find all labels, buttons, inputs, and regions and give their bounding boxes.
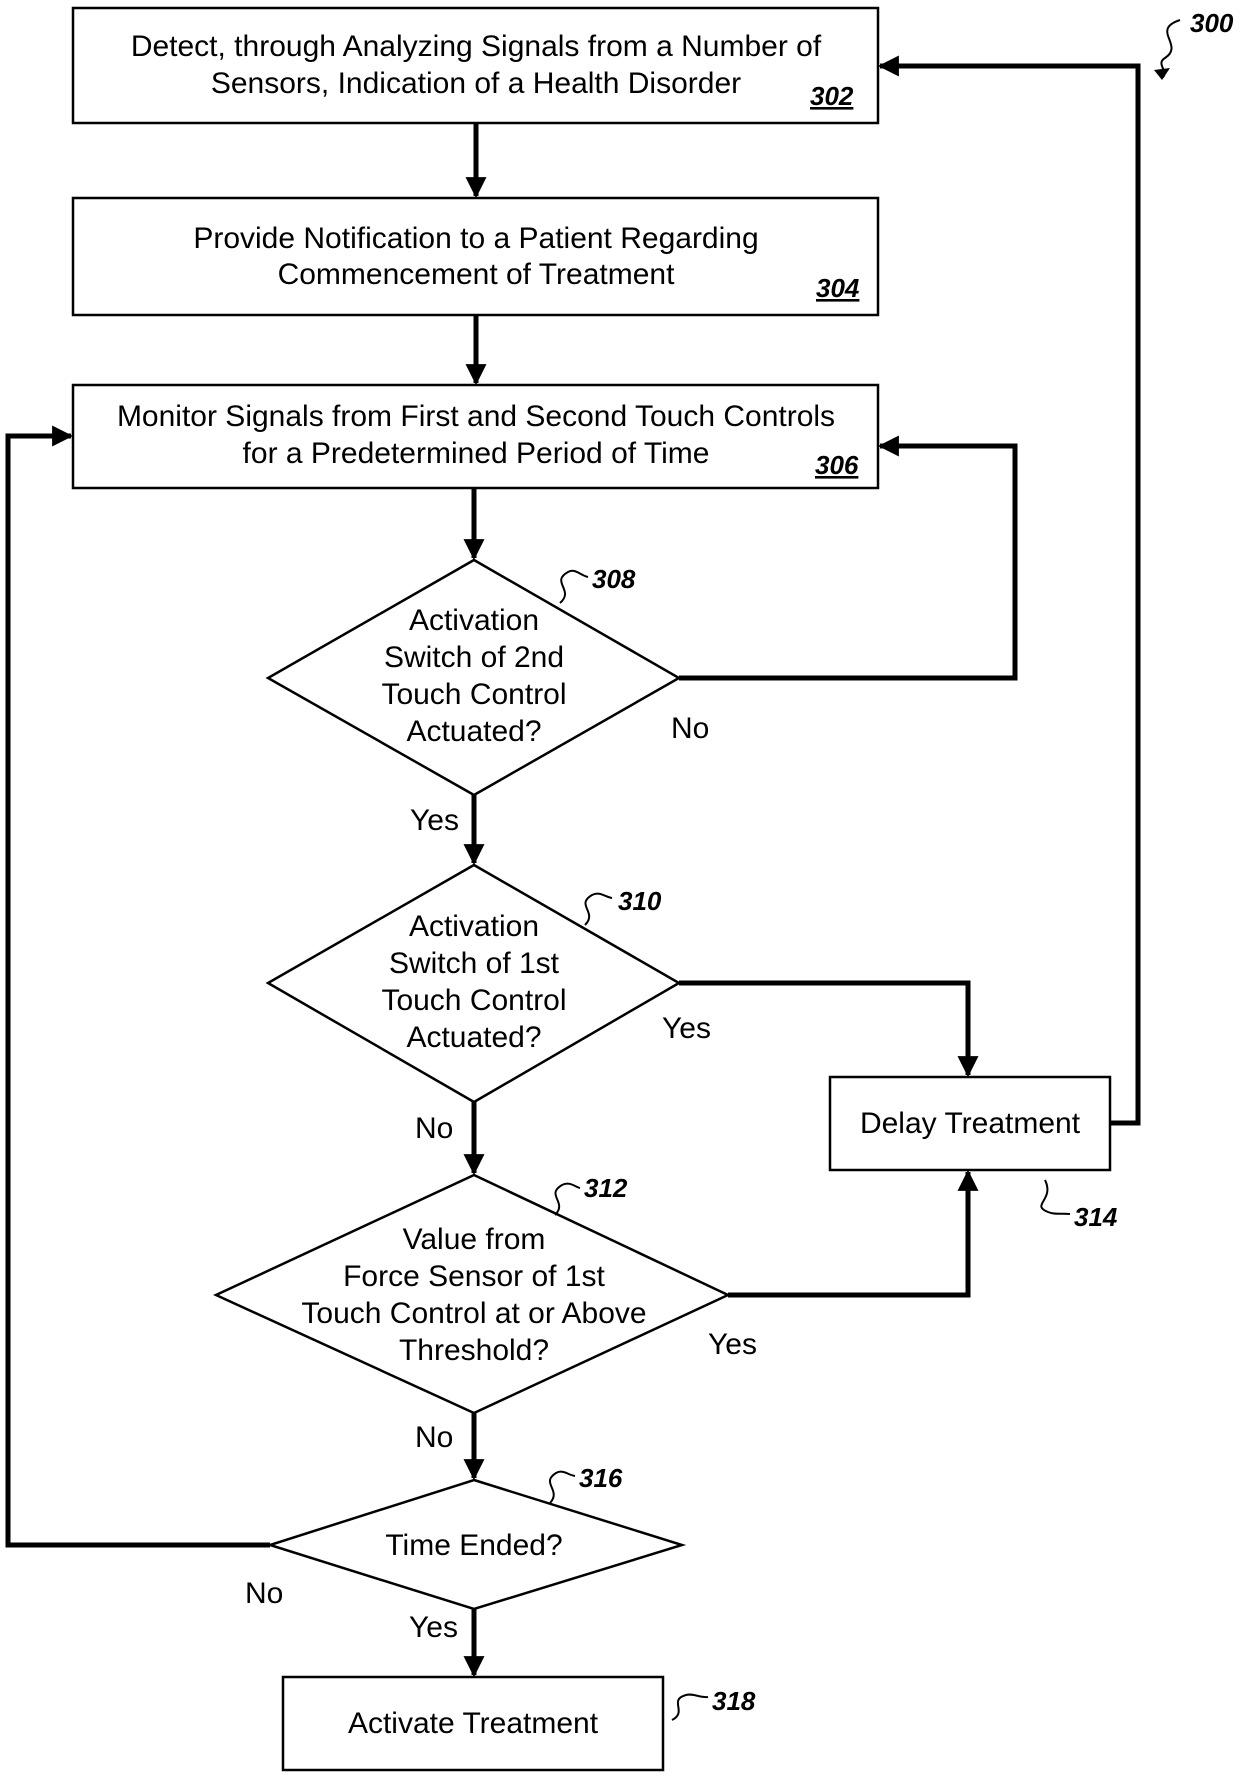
decision-310-line-3: Touch Control bbox=[381, 984, 566, 1017]
step-302-box: Detect, through Analyzing Signals from a… bbox=[73, 8, 878, 123]
decision-310: Activation Switch of 1st Touch Control A… bbox=[268, 865, 679, 1102]
decision-312-line-2: Force Sensor of 1st bbox=[343, 1260, 605, 1293]
edge-label-316-no: No bbox=[245, 1577, 283, 1610]
decision-312-line-1: Value from bbox=[403, 1223, 546, 1256]
arrow-314-to-302 bbox=[880, 66, 1138, 1123]
figure-ref-label: 300 bbox=[1190, 8, 1234, 38]
figure-ref-arrowhead bbox=[1154, 68, 1170, 80]
edge-label-310-no: No bbox=[415, 1112, 453, 1145]
arrow-312-yes-to-314 bbox=[728, 1172, 968, 1295]
decision-308-ref-leader bbox=[560, 571, 588, 603]
decision-312-ref-leader bbox=[555, 1184, 580, 1215]
step-304-line-1: Provide Notification to a Patient Regard… bbox=[193, 222, 758, 255]
edge-label-312-yes: Yes bbox=[708, 1328, 757, 1361]
arrow-316-no-to-306 bbox=[8, 436, 270, 1545]
edge-label-316-yes: Yes bbox=[409, 1611, 458, 1644]
decision-310-ref: 310 bbox=[618, 886, 662, 916]
edge-label-312-no: No bbox=[415, 1421, 453, 1454]
decision-312: Value from Force Sensor of 1st Touch Con… bbox=[216, 1173, 728, 1413]
decision-316: Time Ended? 316 bbox=[270, 1463, 682, 1609]
step-306-line-2: for a Predetermined Period of Time bbox=[243, 437, 710, 470]
step-318-ref-leader bbox=[672, 1695, 708, 1720]
decision-308-line-3: Touch Control bbox=[381, 678, 566, 711]
step-306-line-1: Monitor Signals from First and Second To… bbox=[117, 400, 835, 433]
decision-310-line-2: Switch of 1st bbox=[389, 947, 560, 980]
edge-label-308-yes: Yes bbox=[410, 804, 459, 837]
step-314-ref-leader bbox=[1041, 1180, 1070, 1214]
decision-310-line-1: Activation bbox=[409, 910, 539, 943]
arrow-310-yes-to-314 bbox=[679, 983, 968, 1075]
step-304-ref: 304 bbox=[816, 273, 860, 303]
decision-316-line-1: Time Ended? bbox=[385, 1529, 562, 1562]
decision-308-line-1: Activation bbox=[409, 604, 539, 637]
decision-310-line-4: Actuated? bbox=[406, 1021, 541, 1054]
decision-312-ref: 312 bbox=[584, 1173, 628, 1203]
decision-316-ref: 316 bbox=[579, 1463, 623, 1493]
step-302-ref: 302 bbox=[810, 81, 854, 111]
step-318-box: Activate Treatment 318 bbox=[283, 1677, 756, 1770]
step-318-line-1: Activate Treatment bbox=[348, 1707, 599, 1740]
decision-312-line-4: Threshold? bbox=[399, 1334, 549, 1367]
decision-312-line-3: Touch Control at or Above bbox=[301, 1297, 646, 1330]
step-314-line-1: Delay Treatment bbox=[860, 1107, 1081, 1140]
step-306-ref: 306 bbox=[815, 450, 859, 480]
step-306-box: Monitor Signals from First and Second To… bbox=[73, 385, 878, 488]
edge-label-308-no: No bbox=[671, 712, 709, 745]
step-302-line-2: Sensors, Indication of a Health Disorder bbox=[211, 67, 741, 100]
decision-310-ref-leader bbox=[585, 894, 612, 925]
step-314-ref: 314 bbox=[1074, 1202, 1118, 1232]
decision-308-ref: 308 bbox=[592, 564, 636, 594]
decision-308-line-4: Actuated? bbox=[406, 715, 541, 748]
step-314-box: Delay Treatment 314 bbox=[830, 1077, 1118, 1232]
step-304-line-2: Commencement of Treatment bbox=[278, 258, 675, 291]
step-304-box: Provide Notification to a Patient Regard… bbox=[73, 198, 878, 315]
step-302-line-1: Detect, through Analyzing Signals from a… bbox=[131, 30, 822, 63]
decision-316-ref-leader bbox=[550, 1472, 575, 1503]
decision-308-line-2: Switch of 2nd bbox=[384, 641, 564, 674]
step-318-ref: 318 bbox=[712, 1686, 756, 1716]
decision-308: Activation Switch of 2nd Touch Control A… bbox=[268, 560, 679, 795]
edge-label-310-yes: Yes bbox=[662, 1012, 711, 1045]
